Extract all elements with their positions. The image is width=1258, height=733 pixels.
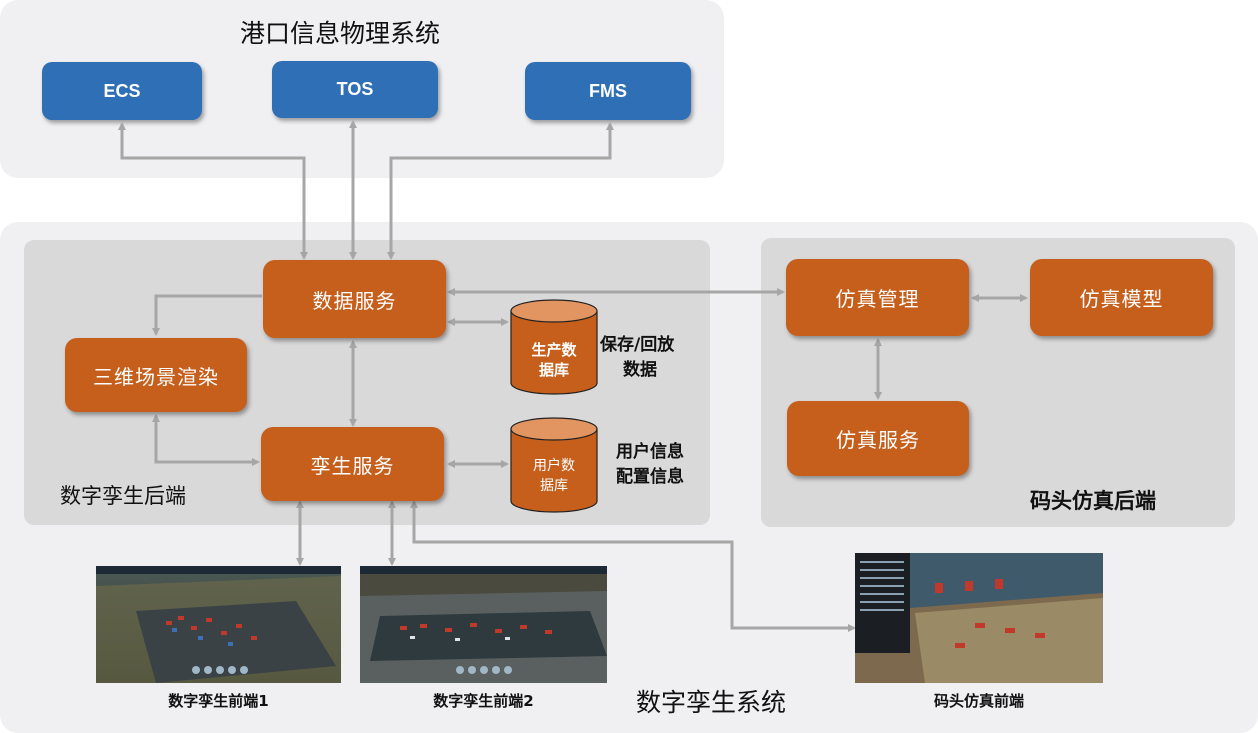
sim-service-box: 仿真服务 [787, 401, 969, 476]
link-fms-data [387, 122, 614, 260]
fms-box: FMS [525, 62, 691, 120]
twin-service-box: 孪生服务 [261, 427, 444, 501]
user-db-label-1: 用户数 [533, 458, 575, 474]
port-cps-title: 港口信息物理系统 [239, 19, 440, 48]
sim-backend-title: 码头仿真后端 [1030, 489, 1156, 513]
production-db-label-2: 据库 [538, 361, 569, 379]
twin-system-title: 数字孪生系统 [636, 688, 787, 717]
sim-frontend-caption: 码头仿真前端 [933, 692, 1024, 710]
link-twin-simfront [410, 500, 856, 632]
production-db-label-1: 生产数 [531, 341, 577, 359]
sim-model-box: 仿真模型 [1030, 259, 1213, 336]
render-3d-box: 三维场景渲染 [65, 338, 247, 412]
sim-manage-box: 仿真管理 [786, 259, 969, 336]
frontend2-screenshot [360, 566, 607, 683]
twin-backend-title: 数字孪生后端 [60, 484, 186, 508]
link-render-twin [152, 414, 260, 466]
production-db-note-2: 数据 [623, 360, 657, 380]
tos-box: TOS [272, 61, 438, 118]
sim-frontend-screenshot [855, 553, 1103, 683]
data-service-box: 数据服务 [263, 260, 446, 338]
user-db-label-2: 据库 [540, 478, 568, 494]
user-db-note-1: 用户信息 [616, 442, 684, 462]
production-db-note-1: 保存/回放 [600, 335, 675, 355]
frontend1-screenshot [96, 566, 341, 683]
link-data-render [152, 294, 262, 336]
ecs-box: ECS [42, 62, 202, 120]
link-ecs-data [118, 122, 308, 260]
frontend1-caption: 数字孪生前端1 [168, 692, 269, 710]
production-database: 生产数 据库 [510, 299, 598, 395]
user-db-note-2: 配置信息 [616, 467, 684, 487]
user-database: 用户数 据库 [510, 417, 598, 513]
frontend2-caption: 数字孪生前端2 [433, 692, 534, 710]
